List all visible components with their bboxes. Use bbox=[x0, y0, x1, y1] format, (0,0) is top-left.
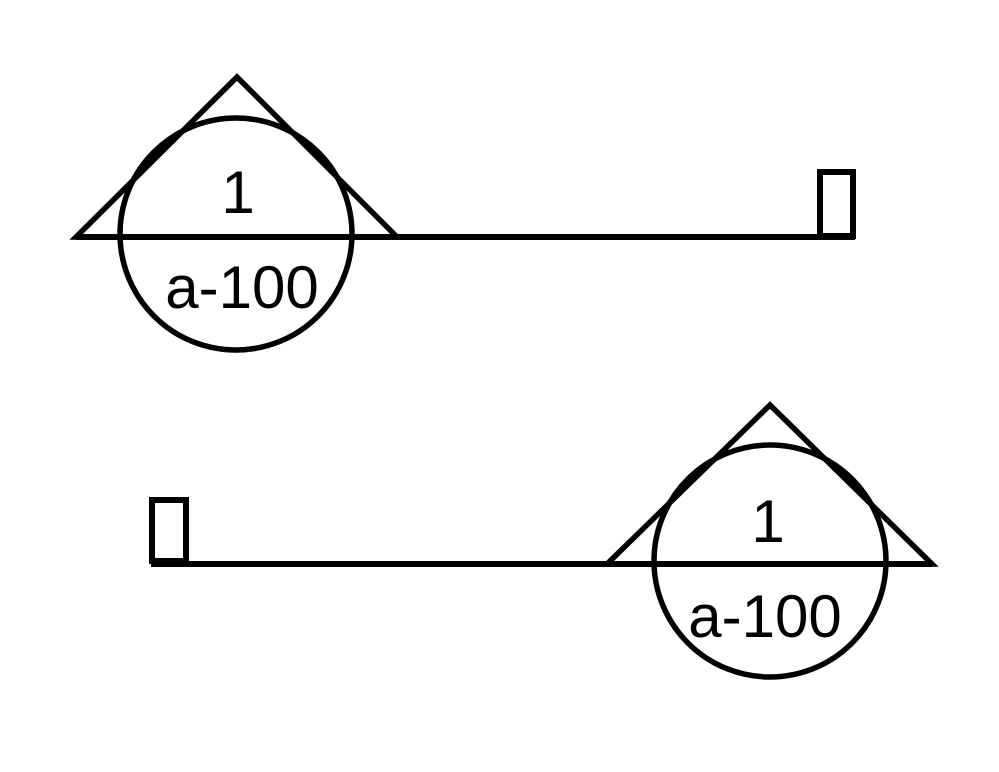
bottom-circle-outline bbox=[651, 442, 889, 680]
bottom-end-rectangle bbox=[149, 497, 189, 564]
top-circle-label-denominator: a-100 bbox=[165, 254, 318, 321]
top-end-rectangle bbox=[817, 169, 856, 239]
bottom-triangle-outline bbox=[600, 401, 939, 567]
top-circle-outline bbox=[117, 115, 355, 353]
bottom-circle-label-denominator: a-100 bbox=[688, 583, 841, 650]
bottom-circle-label-numerator: 1 bbox=[751, 488, 784, 555]
bottom-diagram: 1 a-100 bbox=[149, 401, 939, 680]
top-triangle-outline bbox=[69, 73, 404, 240]
top-circle-label-numerator: 1 bbox=[221, 159, 254, 226]
top-diagram: 1 a-100 bbox=[69, 73, 856, 353]
